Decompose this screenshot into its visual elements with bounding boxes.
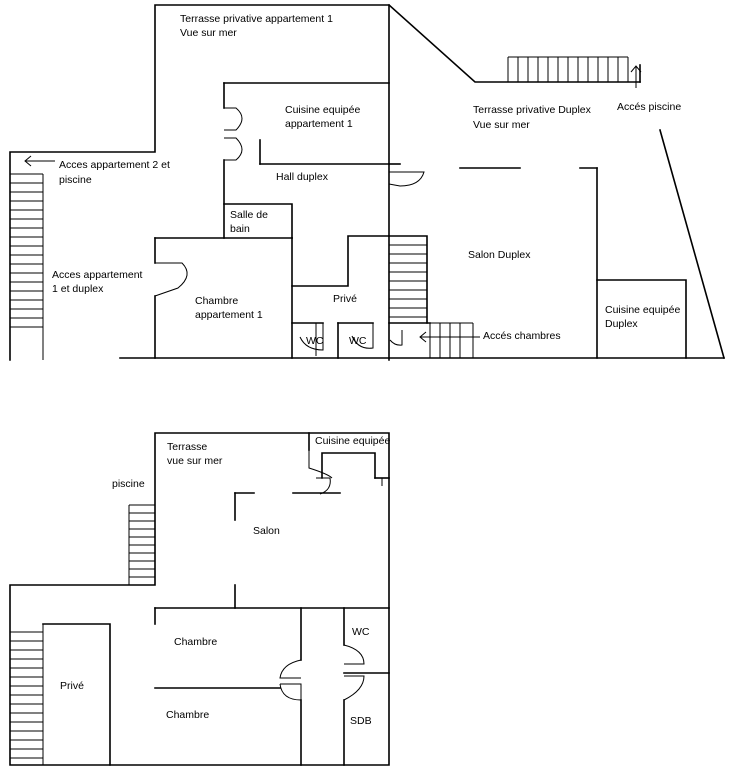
lower-pool-staircase [128, 504, 155, 585]
upper-floor-plan: Terrasse privative appartement 1 Vue sur… [9, 3, 725, 361]
lower-left-staircase [10, 624, 44, 765]
upper-doors [154, 107, 425, 356]
label-cuisine-lower: Cuisine equipée [315, 435, 390, 447]
label-salon-duplex: Salon Duplex [468, 249, 531, 261]
lower-walls [9, 432, 390, 766]
label-salle-de-bain-l2: bain [230, 223, 250, 235]
label-wc-left: WC [306, 335, 324, 347]
label-salon: Salon [253, 525, 280, 537]
left-staircase [9, 173, 44, 360]
label-cuisine-duplex-l2: Duplex [605, 318, 638, 330]
label-chambre-top: Chambre [174, 636, 217, 648]
upper-walls [9, 3, 725, 361]
label-acces-appt1-l2: 1 et duplex [52, 283, 104, 295]
label-acces-chambres: Accés chambres [483, 330, 561, 342]
label-wc-right: WC [349, 335, 367, 347]
label-wc-lower: WC [352, 626, 370, 638]
label-chambre-bottom: Chambre [166, 709, 209, 721]
duplex-staircase [389, 244, 427, 318]
label-cuisine-appt1-l1: Cuisine equipée [285, 104, 360, 116]
label-prive-lower: Privé [60, 680, 84, 692]
label-terrasse-l2: vue sur mer [167, 455, 223, 467]
label-hall-duplex: Hall duplex [276, 171, 329, 183]
label-acces-appt2-l2: piscine [59, 174, 92, 186]
label-terrasse-duplex-l2: Vue sur mer [473, 119, 530, 131]
label-acces-appt2-l1: Acces appartement 2 et [59, 159, 170, 171]
label-acces-appt1-l1: Acces appartement [52, 269, 143, 281]
bedroom-staircase [429, 322, 474, 358]
label-terrasse-l1: Terrasse [167, 441, 207, 453]
label-terrasse-appt1-l2: Vue sur mer [180, 27, 237, 39]
label-terrasse-duplex-l1: Terrasse privative Duplex [473, 104, 592, 116]
label-salle-de-bain-l1: Salle de [230, 209, 268, 221]
pool-staircase [507, 56, 629, 82]
lower-labels: Terrasse vue sur mer Cuisine equipée pis… [60, 435, 390, 727]
label-chambre-appt1-l1: Chambre [195, 295, 238, 307]
label-prive-upper: Privé [333, 293, 357, 305]
label-terrasse-appt1-l1: Terrasse privative appartement 1 [180, 13, 333, 25]
label-piscine: piscine [112, 478, 145, 490]
label-chambre-appt1-l2: appartement 1 [195, 309, 263, 321]
upper-arrows [24, 65, 642, 343]
lower-doors [279, 450, 390, 701]
label-cuisine-duplex-l1: Cuisine equipée [605, 304, 680, 316]
label-sdb: SDB [350, 715, 372, 727]
upper-labels: Terrasse privative appartement 1 Vue sur… [52, 13, 681, 347]
lower-floor-plan: Terrasse vue sur mer Cuisine equipée pis… [9, 432, 390, 766]
label-acces-piscine: Accés piscine [617, 101, 681, 113]
label-cuisine-appt1-l2: appartement 1 [285, 118, 353, 130]
